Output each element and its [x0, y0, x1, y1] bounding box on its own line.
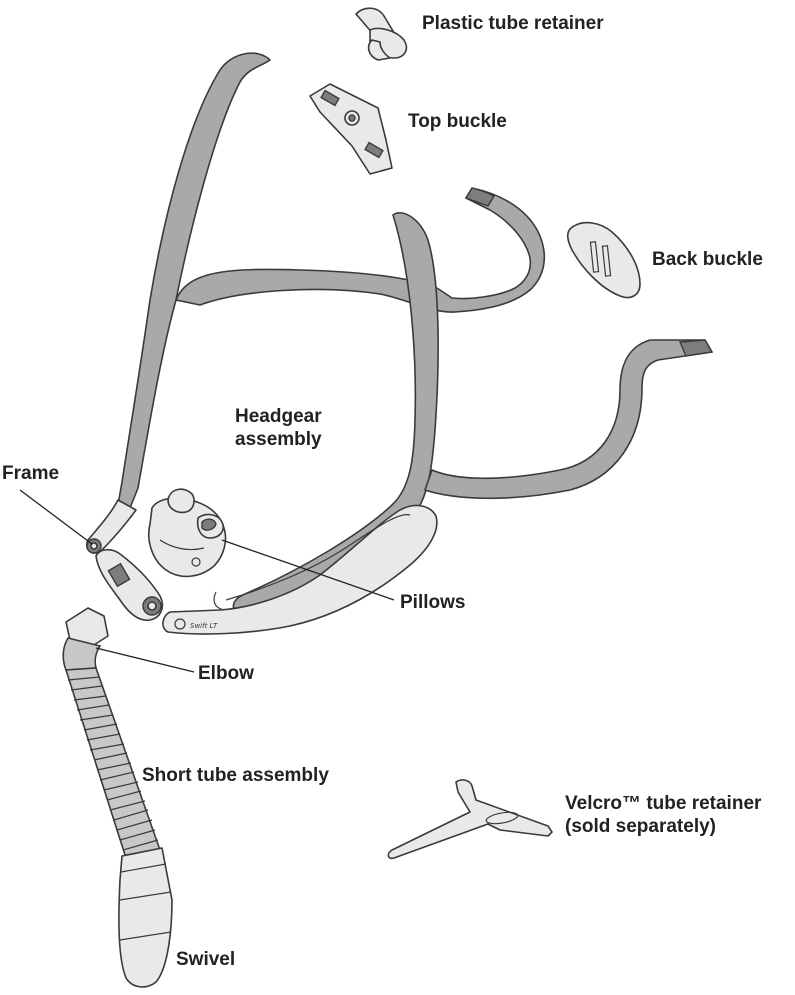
frame-part: Swift LT: [85, 499, 438, 635]
headgear-velcro-tip-upper: [464, 187, 495, 207]
label-elbow: Elbow: [198, 663, 254, 684]
label-short-tube-assembly: Short tube assembly: [142, 765, 329, 786]
headgear-velcro-tip-lower: [678, 339, 714, 357]
back-buckle-part: [566, 221, 641, 299]
pillows-part: [148, 488, 227, 578]
frame-brand-text: Swift LT: [190, 622, 218, 630]
pillows-leader: [221, 539, 395, 601]
swivel-part: [118, 847, 173, 988]
label-pillows: Pillows: [400, 592, 466, 613]
leader-lines: [19, 489, 395, 673]
label-velcro-line2: (sold separately): [565, 816, 716, 837]
top-buckle-part: [309, 83, 393, 175]
label-frame: Frame: [2, 463, 60, 484]
frame-body: [162, 504, 438, 635]
short-tube-assembly: [62, 607, 173, 988]
elbow-part: [95, 548, 164, 622]
label-headgear-line1: Headgear: [235, 406, 322, 427]
label-velcro-line1: Velcro™ tube retainer: [565, 793, 762, 814]
plastic-tube-retainer-part: [355, 7, 408, 61]
label-headgear-line2: assembly: [235, 429, 322, 450]
headgear-right-strap: [424, 339, 713, 500]
tube-ribs: [67, 676, 159, 851]
label-top-buckle: Top buckle: [408, 111, 507, 132]
pillows-nozzle-left: [167, 488, 195, 514]
label-plastic-tube-retainer: Plastic tube retainer: [422, 13, 604, 34]
frame-leader: [19, 489, 93, 545]
tube-corrugated: [64, 667, 162, 859]
headgear-cross-strap: [175, 187, 546, 313]
elbow-leader: [95, 647, 195, 673]
label-swivel: Swivel: [176, 949, 236, 970]
velcro-tube-retainer-part: [387, 779, 553, 860]
label-back-buckle: Back buckle: [652, 249, 763, 270]
